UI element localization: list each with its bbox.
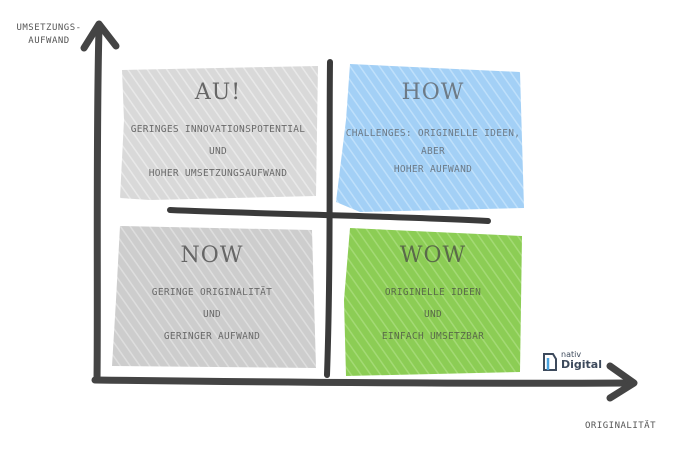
- quadrant-how-line-3: hoher Aufwand: [393, 164, 473, 175]
- quadrant-wow-title: WOW: [399, 243, 467, 268]
- quadrant-how: HOW Challenges: originelle Ideen, aber h…: [338, 80, 528, 181]
- quadrant-wow-line-3: einfach umsetzbar: [381, 331, 485, 342]
- quadrant-now-line-3: geringer Aufwand: [163, 331, 261, 342]
- horizontal-divider: [167, 207, 491, 224]
- x-axis-label: Originalität: [585, 421, 657, 431]
- quadrant-au-line-1: Geringes Innovationspotential: [130, 124, 306, 135]
- x-axis: [91, 376, 634, 387]
- quadrant-now: NOW Geringe Originalität und geringer Au…: [112, 243, 312, 348]
- y-axis-label-line1: Umsetzungs-: [16, 23, 82, 33]
- y-axis-arrowhead: [80, 20, 120, 52]
- quadrant-now-line-1: Geringe Originalität: [151, 287, 273, 298]
- y-axis-label-line2: aufwand: [28, 36, 70, 46]
- quadrant-au-line-3: hoher Umsetzungsaufwand: [148, 168, 288, 179]
- nativ-digital-logo: nativ Digital: [541, 350, 602, 375]
- quadrant-now-title: NOW: [180, 243, 244, 268]
- quadrant-wow: WOW Originelle Ideen und einfach umsetzb…: [338, 243, 528, 348]
- x-axis-arrowhead: [606, 362, 638, 402]
- quadrant-how-title: HOW: [401, 80, 465, 105]
- logo-text-digital: Digital: [561, 358, 602, 371]
- vertical-divider: [324, 59, 333, 378]
- quadrant-how-fill: [336, 64, 524, 212]
- logo-text-nativ: nativ: [561, 350, 582, 359]
- quadrant-now-line-2: und: [202, 309, 222, 320]
- quadrant-au-title: AU!: [194, 80, 242, 105]
- quadrant-wow-line-2: und: [423, 309, 443, 320]
- quadrant-au: AU! Geringes Innovationspotential und ho…: [118, 80, 318, 185]
- quadrant-wow-line-1: Originelle Ideen: [384, 287, 482, 298]
- quadrant-now-fill: [112, 226, 316, 368]
- quadrant-au-fill: [120, 66, 318, 200]
- quadrant-how-line-2: aber: [420, 146, 446, 157]
- y-axis: [93, 24, 103, 384]
- y-axis-label: Umsetzungs- aufwand: [14, 22, 84, 48]
- quadrant-au-line-2: und: [208, 146, 228, 157]
- quadrant-wow-fill: [344, 228, 522, 376]
- quadrant-how-line-1: Challenges: originelle Ideen,: [345, 128, 521, 139]
- nativ-digital-logo-icon: [543, 353, 557, 371]
